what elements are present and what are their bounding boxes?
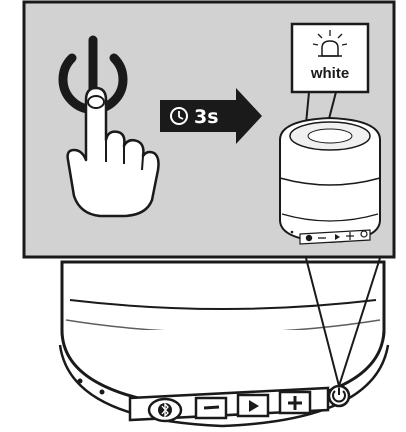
power-button[interactable] bbox=[327, 384, 351, 408]
zoom-wedge bbox=[305, 257, 381, 390]
play-icon bbox=[249, 400, 259, 412]
arrow-right-icon bbox=[160, 88, 262, 144]
play-button[interactable] bbox=[236, 393, 270, 418]
plus-icon bbox=[288, 396, 302, 410]
minus-icon bbox=[203, 405, 220, 410]
volume-up-button[interactable] bbox=[278, 390, 312, 415]
volume-down-button[interactable] bbox=[194, 396, 228, 420]
led-color-label: white bbox=[310, 65, 349, 82]
bluetooth-button[interactable] bbox=[147, 397, 183, 423]
indicator-dot bbox=[77, 378, 83, 384]
speaker-base-large bbox=[58, 260, 390, 428]
speaker-small bbox=[279, 116, 381, 245]
indicator-dot bbox=[99, 389, 105, 395]
led-light-icon bbox=[312, 30, 348, 57]
button-strip bbox=[128, 384, 351, 423]
clock-icon bbox=[170, 107, 188, 125]
hold-duration-label: 3s bbox=[194, 106, 219, 128]
finger-press-icon bbox=[66, 86, 160, 218]
